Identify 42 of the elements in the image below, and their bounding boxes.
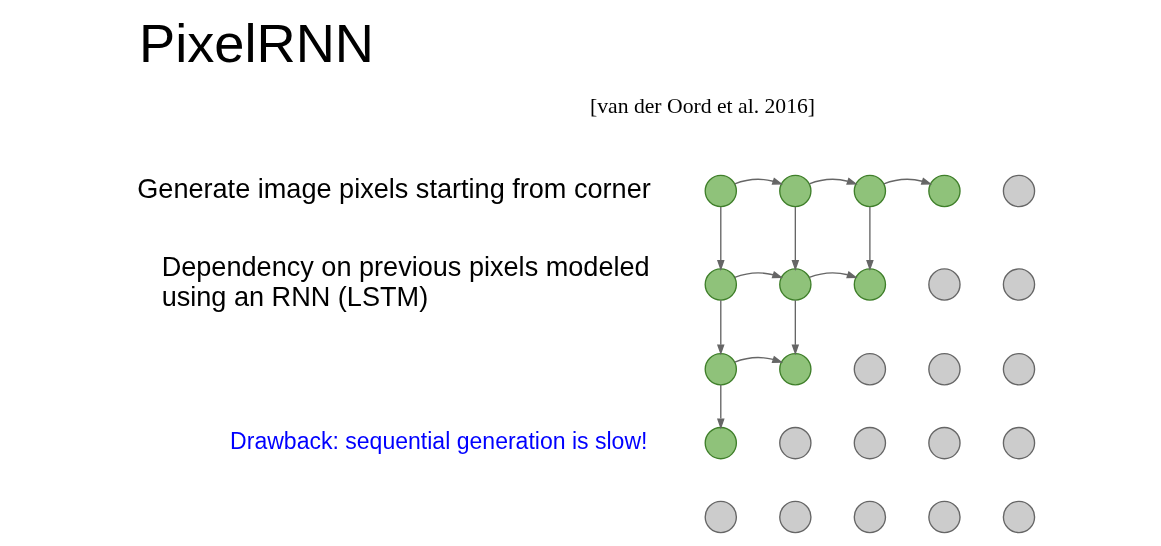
arrow (866, 206, 874, 271)
node-circle (779, 426, 812, 460)
node-circle (779, 268, 812, 301)
node-circle (704, 174, 738, 208)
node-circle (853, 268, 887, 301)
arrow (717, 384, 725, 430)
label: Dependency on previous pixels modeled using an RNN (LSTM) (161, 251, 650, 313)
node-circle (1002, 352, 1036, 386)
label: Drawback: sequential generation is slow! (230, 427, 648, 454)
arrow (808, 177, 858, 185)
arrow (791, 206, 800, 271)
arrow (883, 177, 933, 185)
node-circle (853, 500, 887, 534)
node-circle (779, 174, 812, 208)
arrow (717, 206, 725, 271)
node-circle (928, 174, 961, 208)
node-circle (779, 352, 812, 386)
node-circle (853, 174, 887, 208)
node-circle (704, 352, 738, 386)
node-circle (779, 500, 812, 534)
node-circle (704, 268, 738, 301)
node-circle (853, 426, 887, 460)
node-circle (1002, 426, 1036, 460)
diagram-title: PixelRNN (139, 13, 375, 74)
arrow (808, 271, 858, 279)
arrow (734, 177, 784, 185)
node-circle (853, 352, 887, 386)
node-circle (928, 268, 961, 301)
node-circle (1002, 174, 1036, 208)
node-circle (1002, 500, 1036, 534)
arrow (734, 355, 784, 363)
arrow (791, 299, 800, 356)
node-circle (704, 426, 738, 460)
arrow (717, 299, 725, 356)
node-circle (928, 352, 961, 386)
label: Generate image pixels starting from corner (137, 172, 651, 204)
arrow (734, 271, 784, 279)
label: [van der Oord et al. 2016] (589, 94, 816, 119)
node-circle (704, 500, 738, 534)
node-circle (928, 500, 961, 534)
node-circle (1002, 268, 1036, 301)
node-circle (928, 426, 961, 460)
